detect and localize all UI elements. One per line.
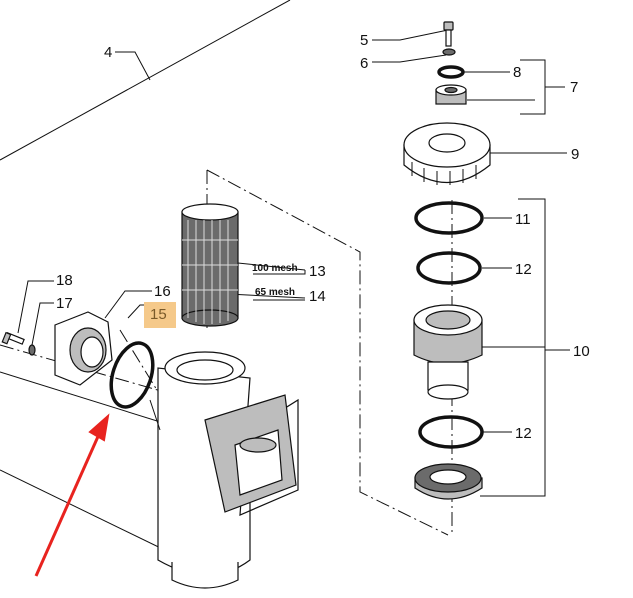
screw-part-5 — [443, 21, 454, 47]
o-ring-part-8 — [437, 65, 465, 79]
label-12-bottom: 12 — [515, 425, 532, 442]
o-ring-part-12-bottom — [418, 415, 484, 449]
o-ring-part-15 — [109, 341, 155, 409]
flange-part-10 — [414, 463, 483, 500]
label-9: 9 — [571, 146, 579, 163]
pipe-outline-lines — [0, 0, 291, 556]
label-10: 10 — [573, 343, 590, 360]
label-65-mesh: 65 mesh — [255, 287, 295, 298]
filter-screen-part-13-14 — [181, 203, 239, 327]
washer-part-17 — [28, 344, 36, 356]
cap-part-9 — [403, 122, 491, 185]
label-15: 15 — [150, 306, 167, 323]
label-12-top: 12 — [515, 261, 532, 278]
label-18: 18 — [56, 272, 73, 289]
label-7: 7 — [570, 79, 578, 96]
washer-part-6 — [442, 48, 456, 56]
label-15-highlight — [144, 302, 176, 328]
label-14: 14 — [309, 288, 326, 305]
label-11: 11 — [515, 211, 531, 228]
label-100-mesh: 100 mesh — [252, 263, 298, 274]
filter-housing — [149, 351, 299, 589]
red-pointer-arrow — [34, 413, 110, 577]
label-16: 16 — [154, 283, 171, 300]
side-flange-part-16 — [54, 311, 113, 386]
label-17: 17 — [56, 295, 73, 312]
leader-lines — [17, 29, 570, 497]
o-ring-part-11 — [414, 201, 484, 235]
o-ring-part-12-top — [416, 251, 482, 285]
valve-insert-part-10 — [413, 304, 483, 400]
label-13: 13 — [309, 263, 326, 280]
bolt-part-18 — [1, 331, 25, 345]
label-8: 8 — [513, 64, 521, 81]
label-5: 5 — [360, 32, 368, 49]
label-4: 4 — [104, 44, 112, 61]
label-6: 6 — [360, 55, 368, 72]
bushing-part-7 — [435, 84, 467, 105]
